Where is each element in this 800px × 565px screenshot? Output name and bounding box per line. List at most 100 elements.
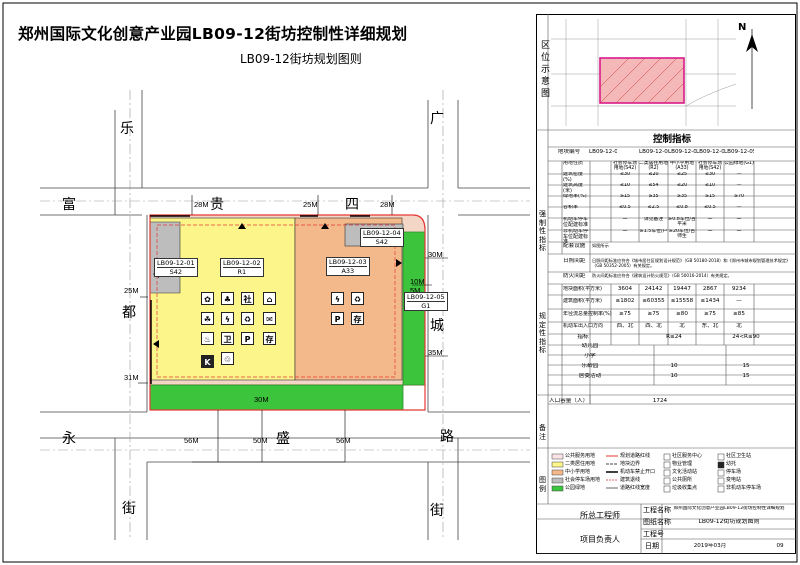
date-label: 日期 bbox=[645, 542, 659, 550]
table-cell: 公园绿地(G1) bbox=[724, 161, 754, 166]
legend-item: 公共厕所 bbox=[672, 477, 693, 483]
table-row-label: 机动车停车位配建标准 bbox=[563, 217, 589, 228]
table-cell: 社会停车场用地(S42) bbox=[698, 161, 722, 171]
table-cell: — bbox=[736, 298, 742, 304]
table-cell: ≥0.8车位/百平米 bbox=[668, 217, 696, 227]
table-cell: — bbox=[736, 217, 742, 222]
north-arrow bbox=[746, 29, 758, 109]
population-value: 1724 bbox=[652, 398, 668, 404]
plot-label-02[interactable]: LB09-12-02 R1 bbox=[220, 258, 264, 277]
dimension-lines bbox=[138, 195, 448, 463]
plot-label-04[interactable]: LB09-12-04 S42 bbox=[360, 228, 404, 247]
legend-item: 二类居住用地 bbox=[565, 461, 596, 467]
table-cell: ≥20车位/百师生 bbox=[668, 229, 696, 239]
table-cell: ≤1802 bbox=[615, 298, 635, 304]
dim-31: 31M bbox=[124, 373, 139, 382]
north-label: N bbox=[738, 22, 747, 33]
chief-engineer-label: 所总工程师 bbox=[580, 511, 620, 520]
table-cell: 北 bbox=[679, 323, 685, 329]
plot-label-05[interactable]: LB09-12-05 G1 bbox=[404, 292, 448, 311]
sub-table-cell: 10 bbox=[670, 373, 678, 379]
table-cell: — bbox=[736, 183, 742, 188]
legend-label: 图例 bbox=[539, 476, 546, 493]
table-row-label: 容积率 bbox=[563, 205, 579, 210]
street-char-lu: 路 bbox=[440, 429, 454, 445]
table-row-label: 绿地率(%) bbox=[563, 194, 587, 199]
parking-icon: P bbox=[241, 332, 254, 345]
plot-use: S42 bbox=[157, 267, 195, 276]
plot-code: LB09-12-05 bbox=[407, 293, 445, 301]
sub-table-cell: 15 bbox=[742, 373, 750, 379]
table-cell: 二类居住用地(R2) bbox=[639, 161, 668, 171]
street-char-sheng: 盛 bbox=[276, 431, 290, 447]
population-label: 人口容量（人） bbox=[549, 398, 589, 404]
table-cell: 西、北 bbox=[616, 323, 634, 329]
plot-code: LB09-12-01 bbox=[157, 259, 195, 267]
setback-line bbox=[156, 224, 396, 378]
table-cell: ≥35 bbox=[648, 194, 659, 199]
table-row-label: 地块面积(平方米) bbox=[563, 286, 602, 292]
plot-code: LB09-12-02 bbox=[223, 259, 261, 267]
community-service-icon: 社 bbox=[241, 292, 254, 305]
legend-item: 变电站 bbox=[726, 477, 742, 483]
table-row-label: 日照间距 bbox=[563, 258, 586, 264]
table-cell: 日照间距标准应符合《城市居住区规划设计规范》（GB 50180-2018）和《郑… bbox=[592, 258, 791, 268]
street-char-jie-left: 街 bbox=[122, 501, 136, 517]
legend-item: 社会停车场用地 bbox=[565, 477, 601, 483]
table-cell: ≥1.5车位/户 bbox=[639, 229, 668, 234]
table-header-cell: LB09-12-03 bbox=[668, 149, 696, 155]
table-cell: ≥15 bbox=[619, 194, 631, 199]
table-cell: ≤0.5 bbox=[704, 205, 716, 210]
date-value: 2019年03月 bbox=[693, 543, 727, 549]
legend-item: 垃圾收集点 bbox=[672, 485, 698, 491]
plot-use: G1 bbox=[407, 301, 445, 310]
plot-label-03[interactable]: LB09-12-03 A33 bbox=[326, 257, 370, 276]
community-center-icon: ✿ bbox=[201, 292, 214, 305]
drawing-name: LB09-12街坊规划图则 bbox=[698, 519, 760, 525]
legend-item: 中小学用地 bbox=[565, 469, 591, 475]
table-cell: 中小学用地(A33) bbox=[670, 161, 694, 171]
table-header-cell: LB09-12-02 bbox=[639, 149, 668, 155]
table-cell: ≤60355 bbox=[642, 298, 665, 304]
no-opening-marks bbox=[150, 215, 370, 384]
plot-label-01[interactable]: LB09-12-01 S42 bbox=[154, 258, 198, 277]
legend-item: 地块边界 bbox=[620, 461, 641, 467]
sub-table-cell: 10 bbox=[670, 363, 678, 369]
table-cell: 24142 bbox=[644, 286, 663, 292]
project-leader-label: 项目负责人 bbox=[580, 535, 620, 544]
garbage-icon: ♻ bbox=[241, 312, 254, 325]
legend-item: 机动车禁止开口 bbox=[620, 469, 656, 475]
table-cell: — bbox=[707, 217, 713, 222]
guide-group-label: 规定性指标 bbox=[539, 312, 546, 354]
sub-table-cell: 乐龄园 bbox=[581, 363, 599, 369]
table-row-label: 建筑高度(米) bbox=[563, 183, 584, 194]
plot-use: A33 bbox=[329, 266, 367, 275]
legend-item: 建筑退线 bbox=[620, 477, 641, 483]
table-header-cell: LB09-12-05 bbox=[724, 149, 754, 155]
legend-item: 非机动车停车场 bbox=[726, 485, 762, 491]
project-no-label: 工程号 bbox=[643, 530, 664, 538]
table-cell: 防火间距标准应符合《建筑设计防火规范》（GB 50016-2014）有关规定。 bbox=[592, 273, 732, 278]
power-icon: ϟ bbox=[331, 292, 344, 305]
sub-table-cell: 幼儿园 bbox=[581, 343, 599, 349]
table-cell: — bbox=[736, 172, 742, 177]
street-char-gui: 贵 bbox=[210, 197, 224, 213]
garbage-icon: ♻ bbox=[351, 292, 364, 305]
dim-30-right: 30M bbox=[428, 250, 443, 259]
street-char-du: 都 bbox=[122, 305, 136, 321]
legend-item: 社区服务中心 bbox=[672, 453, 703, 459]
table-row-label: 年径流总量控制率(%) bbox=[563, 311, 612, 317]
street-char-jie-bottom: 街 bbox=[430, 503, 444, 519]
table-row-label: 防火间距 bbox=[563, 273, 586, 279]
table-cell: 如图所示 bbox=[592, 243, 609, 248]
table-row-label: 机动车出入口方向 bbox=[563, 323, 604, 329]
dim-30-mid: 30M bbox=[254, 395, 269, 404]
table-header-cell: 地块编号 bbox=[557, 149, 581, 155]
plot-use: R1 bbox=[223, 267, 261, 276]
table-cell: 9234 bbox=[731, 286, 747, 292]
project-name: 郑州国际文化创意产业园LB09-12街坊控制性详细规划 bbox=[673, 506, 785, 511]
dim-35: 35M bbox=[428, 348, 443, 357]
center-lines bbox=[40, 90, 530, 540]
table-cell: ≤20 bbox=[676, 183, 688, 188]
page-title: 郑州国际文化创意产业园LB09-12街坊控制性详细规划 bbox=[18, 25, 408, 43]
